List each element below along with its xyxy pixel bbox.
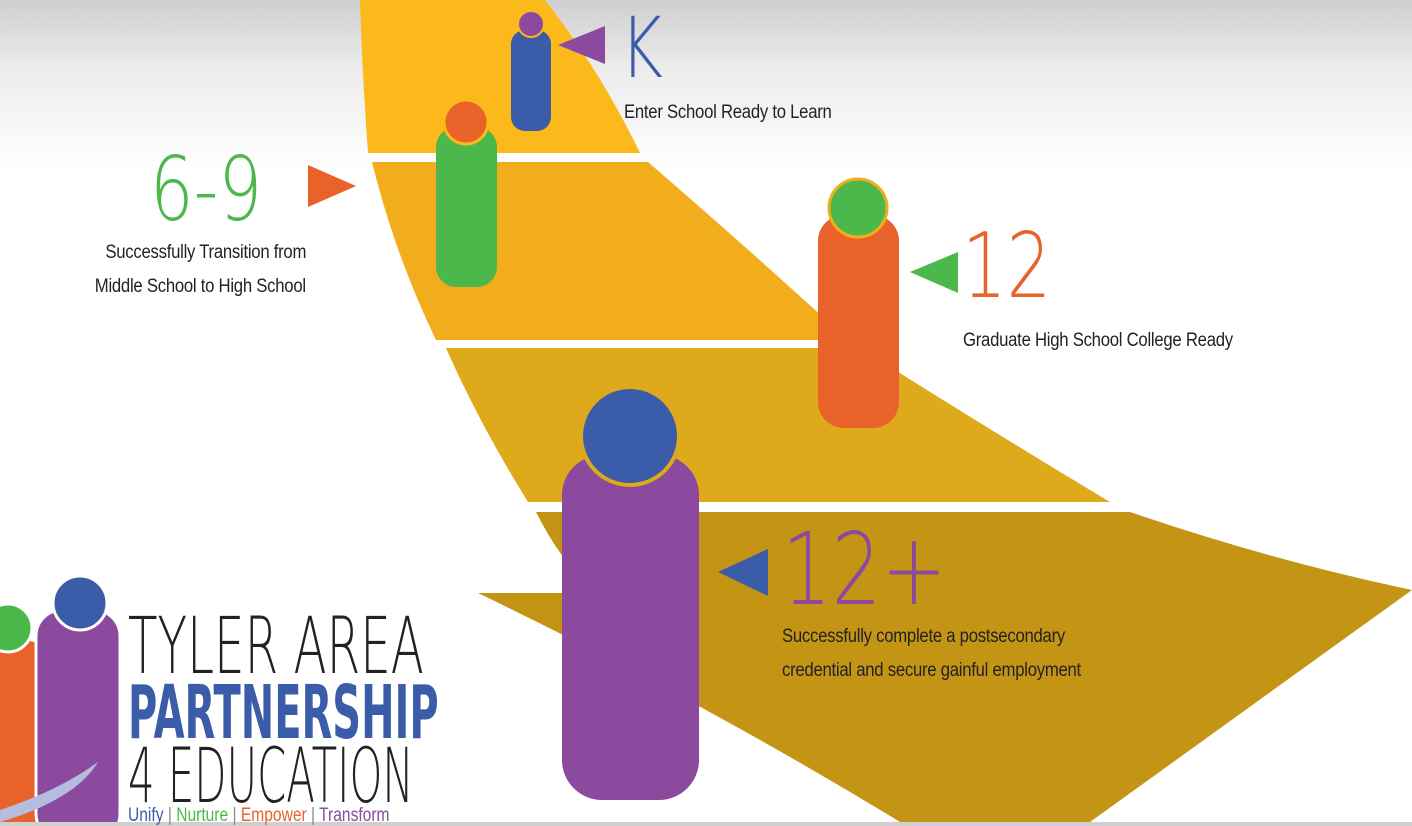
logo-swoosh [0, 762, 98, 822]
figure-12plus-head [579, 385, 681, 487]
figure-12-body [818, 215, 899, 428]
figure-k-body [511, 30, 551, 131]
tagline-unify: Unify [128, 805, 164, 826]
arrow-12-icon [910, 252, 958, 293]
milestone-6-9-label: 6-9 [150, 138, 263, 241]
milestone-12plus-label: 12+ [782, 511, 947, 628]
figure-k-head [517, 10, 545, 38]
logo-line-1: TYLER AREA [128, 602, 424, 692]
milestone-6-9-description-line2: Middle School to High School [94, 276, 306, 297]
road-band-3 [446, 348, 1110, 502]
tagline-transform: Transform [319, 805, 390, 826]
figure-12-head [827, 177, 889, 239]
milestone-k-label: K [620, 0, 663, 97]
tagline-empower: Empower [240, 805, 307, 826]
tagline-nurture: Nurture [176, 805, 229, 826]
milestone-k-description: Enter School Ready to Learn [624, 102, 832, 123]
milestone-12-description: Graduate High School College Ready [963, 330, 1233, 351]
tagline-sep-1: | [167, 805, 172, 826]
milestone-12plus-description-line2: credential and secure gainful employment [782, 660, 1081, 681]
logo-figure-green-head [0, 602, 34, 654]
logo-figure-orange-body [0, 640, 46, 822]
logo-tagline: Unify | Nurture | Empower | Transform [128, 806, 390, 825]
milestone-12-label: 12 [962, 214, 1052, 319]
arrow-12plus-icon [718, 549, 768, 596]
milestone-12plus-description-line1: Successfully complete a postsecondary [782, 626, 1065, 647]
tagline-sep-2: | [232, 805, 237, 826]
figure-6-9-body [436, 127, 497, 287]
arrow-k-icon [558, 26, 605, 64]
tagline-sep-3: | [311, 805, 316, 826]
milestone-6-9-description-line1: Successfully Transition from [105, 242, 306, 263]
figure-12plus-body [562, 455, 699, 800]
road-band-1 [360, 0, 640, 153]
road-band-4 [478, 512, 1412, 822]
logo-line-2: PARTNERSHIP [128, 670, 439, 756]
logo-figure-purple-body [34, 608, 122, 822]
arrow-6-9-icon [308, 165, 356, 207]
logo-line-3: 4 EDUCATION [128, 731, 414, 820]
logo-figure-blue-head [51, 574, 109, 632]
figure-6-9-head [442, 98, 490, 146]
